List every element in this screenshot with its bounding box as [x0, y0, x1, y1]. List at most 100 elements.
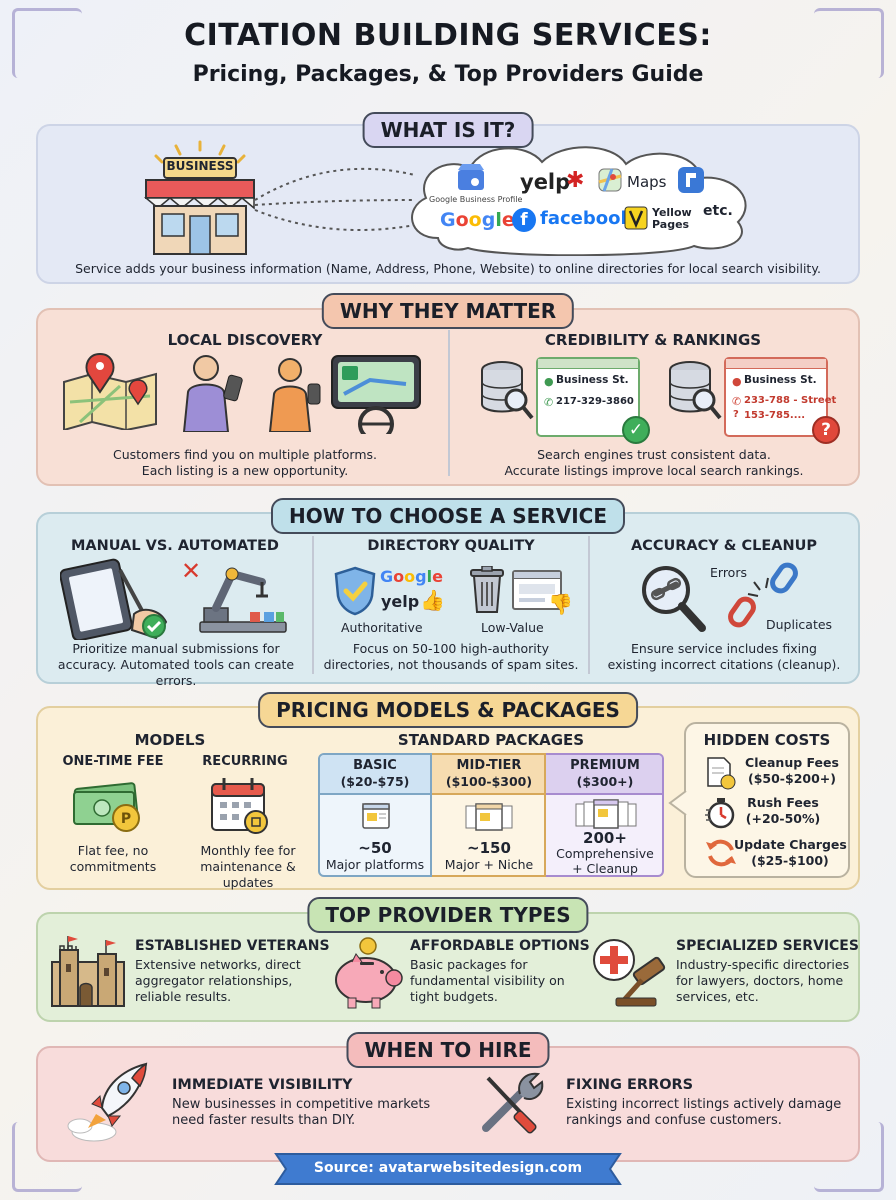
- credibility-text-1: Search engines trust consistent data.: [537, 447, 771, 462]
- directory-quality-title: DIRECTORY QUALITY: [367, 538, 535, 554]
- package-count: ~150: [467, 839, 511, 857]
- divider: [312, 536, 314, 674]
- recurring-title: RECURRING: [202, 754, 288, 769]
- trash-can-icon: [470, 566, 504, 613]
- how-to-choose-heading: HOW TO CHOOSE A SERVICE: [271, 498, 625, 534]
- what-is-it-description: Service adds your business information (…: [75, 261, 821, 276]
- phone-icon: ✆: [732, 395, 742, 408]
- authoritative-label: Authoritative: [341, 620, 423, 635]
- castle-icon: [51, 936, 125, 1007]
- robotic-arm-icon: [199, 567, 287, 633]
- yelp-logo: yelp: [520, 170, 571, 194]
- storefront-icon: [143, 140, 255, 255]
- question-mark-icon: ?: [733, 409, 739, 420]
- divider: [588, 536, 590, 674]
- package-count: 200+: [583, 829, 627, 847]
- provider-text: Basic packages for: [410, 957, 528, 972]
- divider: [448, 330, 450, 476]
- thumbs-up-icon: 👍: [420, 588, 445, 612]
- invoice-coin-icon: [707, 757, 736, 790]
- provider-title: ESTABLISHED VETERANS: [135, 938, 330, 954]
- yellow-pages-icon: [624, 206, 648, 230]
- hire-text: New businesses in competitive markets: [172, 1097, 431, 1112]
- provider-title: SPECIALIZED SERVICES: [676, 938, 859, 954]
- package-header: [320, 755, 430, 795]
- tablet-stylus-icon: [60, 558, 168, 640]
- warning-question-icon: ?: [812, 416, 840, 444]
- shield-check-icon: [334, 566, 376, 616]
- wrench-screwdriver-icon: [482, 1072, 544, 1134]
- facebook-logo: facebook: [540, 208, 633, 229]
- page-subtitle: Pricing, Packages, & Top Providers Guide: [192, 62, 704, 87]
- package-card-basic: [318, 753, 432, 877]
- package-count: ~50: [358, 839, 392, 857]
- database-search-icon: [669, 361, 722, 420]
- provider-text: services, etc.: [676, 989, 759, 1004]
- refresh-icon: [706, 839, 736, 867]
- person-with-phone-icon: [268, 358, 321, 432]
- x-mark-icon: ✕: [181, 557, 202, 585]
- calendar-icon: [211, 778, 268, 834]
- credibility-text-2: Accurate listings improve local search r…: [504, 463, 804, 478]
- source-ribbon: [274, 1153, 622, 1185]
- map-pin-icon: [63, 352, 157, 430]
- hidden-cost-label: Rush Fees: [747, 795, 819, 810]
- hidden-costs-box: [684, 722, 850, 878]
- accuracy-cleanup-text-1: Ensure service includes fixing: [631, 641, 817, 656]
- errors-label: Errors: [710, 565, 747, 580]
- money-coin-icon: P: [73, 782, 140, 832]
- stopwatch-icon: [705, 798, 735, 829]
- single-page-icon: [362, 803, 390, 829]
- yellow-pages-label-2: Pages: [652, 218, 690, 231]
- foursquare-app-icon: [678, 167, 704, 193]
- store-sign-label: BUSINESS: [166, 159, 234, 173]
- yelp-logo-small: yelp: [381, 592, 420, 611]
- page-title: CITATION BUILDING SERVICES:: [184, 18, 712, 53]
- provider-text: fundamental visibility on: [410, 973, 565, 988]
- package-price: ($300+): [576, 774, 634, 789]
- hidden-cost-price: (+20-50%): [745, 811, 821, 826]
- listing-phone: 217-329-3860: [556, 396, 634, 407]
- listing-phone: 233-788 - Street: [744, 395, 837, 406]
- maps-icon: [598, 168, 622, 192]
- how-to-choose-section: [36, 512, 860, 684]
- stacked-pages-icon: [465, 803, 513, 831]
- listing-name: Business St.: [744, 374, 817, 386]
- location-pin-icon: ●: [544, 375, 554, 388]
- provider-text: for lawyers, doctors, home: [676, 973, 844, 988]
- google-logo: Google: [440, 209, 515, 231]
- magnifier-link-icon: [642, 566, 706, 632]
- corner-ornament: [12, 8, 82, 78]
- local-discovery-title: LOCAL DISCOVERY: [167, 331, 323, 349]
- check-icon: ✓: [622, 416, 650, 444]
- hire-title: FIXING ERRORS: [566, 1077, 694, 1093]
- hidden-cost-label: Cleanup Fees: [745, 755, 839, 770]
- package-card-mid-tier: [432, 753, 546, 877]
- source-label: Source: avatarwebsitedesign.com: [313, 1160, 583, 1176]
- recurring-text-2: maintenance & updates: [200, 859, 296, 890]
- yelp-burst-icon: ✱: [566, 168, 585, 193]
- yellow-pages-label-1: Yellow: [652, 206, 692, 219]
- package-desc: Major platforms: [325, 857, 425, 872]
- speech-pointer: [668, 790, 687, 816]
- connector-lines: [254, 167, 416, 231]
- accuracy-cleanup-text-2: existing incorrect citations (cleanup).: [607, 657, 841, 672]
- local-discovery-text-1: Customers find you on multiple platforms…: [112, 447, 377, 462]
- manual-vs-automated-text-2: accuracy. Automated tools can create err…: [57, 657, 295, 688]
- medical-gavel-icon: [593, 939, 666, 1007]
- maps-label: Maps: [627, 173, 667, 191]
- hidden-cost-price: ($25-$100): [751, 853, 829, 868]
- google-business-profile-icon: [458, 164, 484, 190]
- person-with-phone-icon: [182, 355, 243, 432]
- hire-text: Existing incorrect listings actively dam…: [566, 1097, 842, 1112]
- database-search-icon: [481, 361, 534, 420]
- why-they-matter-heading: WHY THEY MATTER: [321, 293, 575, 329]
- google-logo-small: Google: [380, 567, 443, 586]
- local-discovery-text-2: Each listing is a new opportunity.: [141, 463, 349, 478]
- low-value-label: Low-Value: [481, 620, 544, 635]
- many-pages-icon: [575, 799, 637, 829]
- provider-title: AFFORDABLE OPTIONS: [410, 938, 590, 954]
- standard-packages-title: STANDARD PACKAGES: [397, 731, 585, 749]
- package-card-premium: [546, 753, 664, 877]
- one-time-fee-title: ONE-TIME FEE: [62, 754, 164, 769]
